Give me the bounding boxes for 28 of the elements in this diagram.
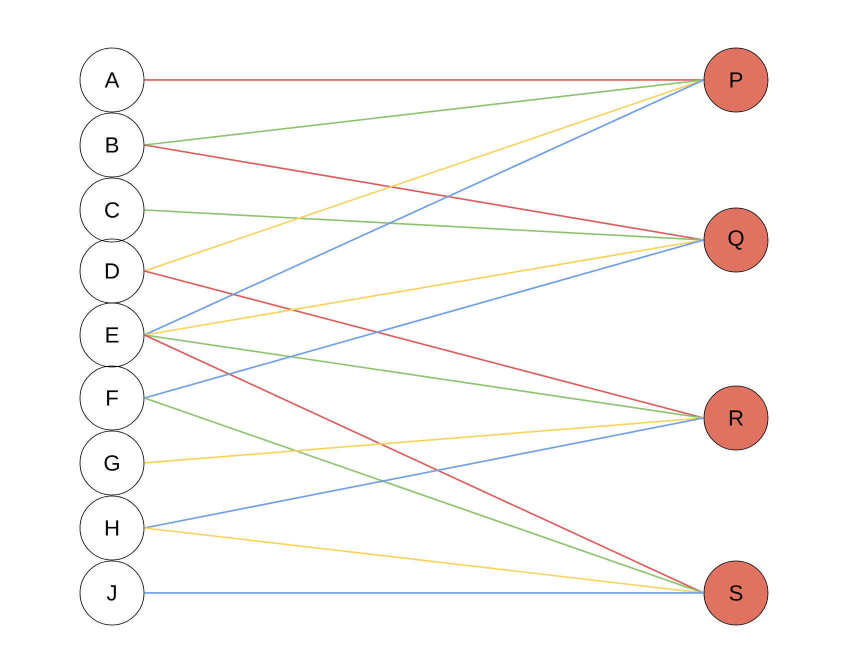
connector-line xyxy=(144,592,704,594)
connector-line xyxy=(144,334,704,419)
connector-line xyxy=(144,270,704,419)
filled-circle-node: P xyxy=(704,48,768,112)
connector-line xyxy=(144,397,704,594)
circle-node: H xyxy=(80,496,144,560)
connector-line xyxy=(144,239,704,336)
connector-line xyxy=(144,79,704,336)
connector-line xyxy=(144,239,704,399)
connector-line xyxy=(144,417,704,529)
circle-node: D xyxy=(80,238,144,304)
filled-circle-node: Q xyxy=(704,208,768,272)
circle-node: J xyxy=(80,560,144,626)
connector-line xyxy=(144,144,704,241)
filled-circle-node: R xyxy=(704,386,768,450)
connector-line xyxy=(144,209,704,241)
circle-node: E xyxy=(80,302,144,368)
filled-circle-node: S xyxy=(704,560,768,626)
connector-line xyxy=(144,417,704,464)
circle-node: F xyxy=(80,366,144,430)
circle-node: B xyxy=(80,112,144,178)
connector-line xyxy=(144,79,704,272)
circle-node: C xyxy=(80,178,144,242)
circle-node: G xyxy=(80,430,144,496)
connector-line xyxy=(144,334,704,594)
connector-line xyxy=(144,79,704,81)
connector-line xyxy=(144,79,704,146)
circle-node: A xyxy=(80,48,144,112)
